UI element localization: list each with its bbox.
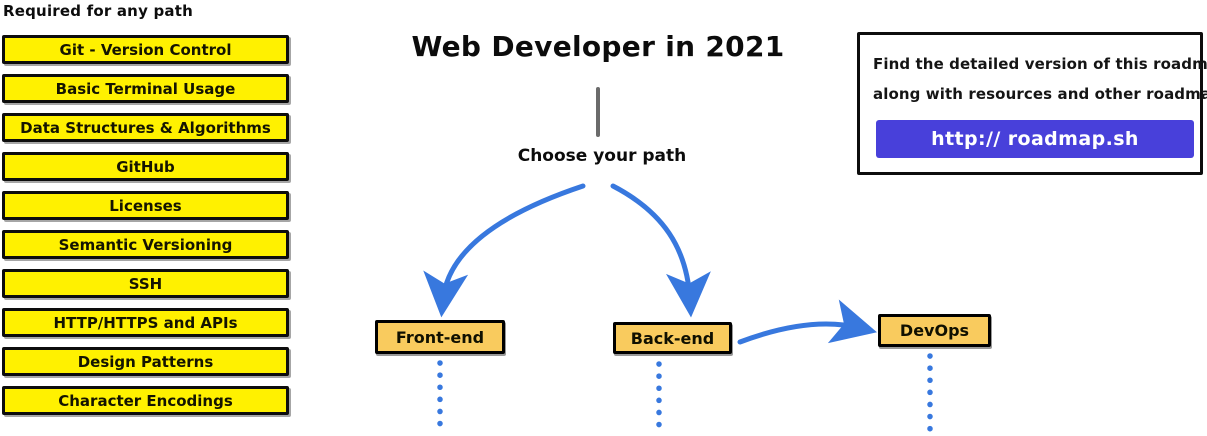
- topic-box[interactable]: Git - Version Control: [2, 35, 289, 64]
- topic-box[interactable]: Design Patterns: [2, 347, 289, 376]
- topic-box[interactable]: GitHub: [2, 152, 289, 181]
- topic-box[interactable]: Semantic Versioning: [2, 230, 289, 259]
- arrow-to-front-end: [423, 183, 586, 318]
- info-line-1: Find the detailed version of this roadma…: [873, 55, 1207, 73]
- arrow-back-end-to-devops: [737, 299, 877, 345]
- topic-box[interactable]: HTTP/HTTPS and APIs: [2, 308, 289, 337]
- required-path-list: Git - Version Control Basic Terminal Usa…: [2, 35, 289, 425]
- topic-box[interactable]: Data Structures & Algorithms: [2, 113, 289, 142]
- path-node-front-end[interactable]: Front-end: [375, 320, 505, 354]
- path-node-back-end[interactable]: Back-end: [613, 322, 732, 354]
- roadmap-url-button[interactable]: http:// roadmap.sh: [876, 120, 1194, 158]
- info-line-2: along with resources and other roadmaps: [873, 85, 1207, 103]
- title-connector-line: [596, 87, 600, 137]
- required-path-heading: Required for any path: [3, 2, 193, 20]
- path-node-devops[interactable]: DevOps: [878, 314, 991, 347]
- info-box: Find the detailed version of this roadma…: [857, 32, 1207, 175]
- choose-path-label: Choose your path: [517, 146, 687, 166]
- topic-box[interactable]: SSH: [2, 269, 289, 298]
- arrow-to-back-end: [610, 183, 711, 318]
- topic-box[interactable]: Licenses: [2, 191, 289, 220]
- page-title: Web Developer in 2021: [411, 30, 785, 63]
- topic-box[interactable]: Character Encodings: [2, 386, 289, 415]
- topic-box[interactable]: Basic Terminal Usage: [2, 74, 289, 103]
